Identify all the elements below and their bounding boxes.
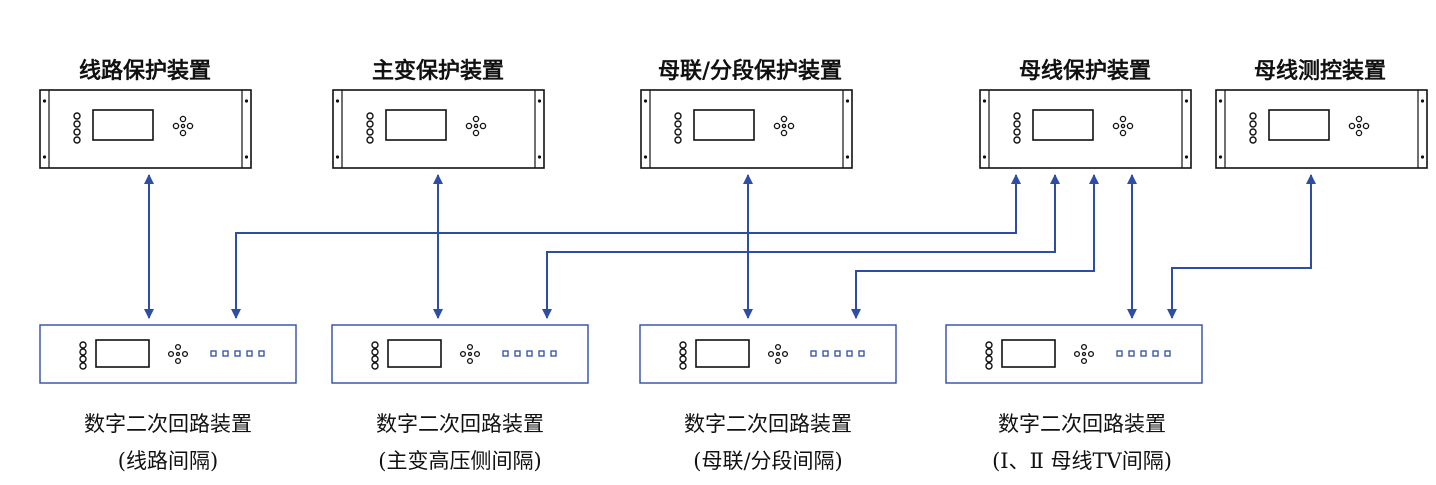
label-secondary-line: 数字二次回路装置 [84,412,252,436]
protection-device-bus-tie [640,89,853,169]
indicator-lights [502,350,557,357]
led-icon [679,341,687,370]
label-busbar-protection: 母线保护装置 [1019,58,1151,84]
protection-device-transformer [332,89,545,169]
secondary-device-transformer [331,324,589,384]
indicator-lights [210,350,265,357]
label-bus-tie-protection: 母联/分段保护装置 [658,58,842,84]
label-secondary-bus-tie: 数字二次回路装置 [684,412,852,436]
led-icon [73,112,81,144]
display-screen [92,109,154,141]
led-icon [1013,112,1021,144]
sublabel-secondary-transformer: (主变高压侧间隔) [378,449,541,473]
label-busbar-monitoring: 母线测控装置 [1254,58,1386,84]
label-secondary-busbar-tv: 数字二次回路装置 [998,412,1166,436]
link-busbar-to-transformer [542,174,1060,319]
secondary-device-busbar-tv [945,324,1203,384]
sublabel-secondary-line: (线路间隔) [118,449,218,473]
display-screen [693,109,755,141]
button-cluster-icon [172,115,194,137]
display-screen [1032,109,1094,141]
button-cluster-icon [773,115,795,137]
sublabel-secondary-busbar-tv: (Ⅰ、Ⅱ 母线TV间隔) [992,449,1172,473]
sublabel-secondary-bus-tie: (母联/分段间隔) [693,449,842,473]
button-cluster-icon [1348,115,1370,137]
display-screen [387,339,442,368]
protection-device-busbar-monitoring [1215,89,1428,169]
display-screen [1001,339,1056,368]
label-transformer-protection: 主变保护装置 [372,58,504,84]
protection-device-line [39,89,252,169]
button-cluster-icon [767,343,789,365]
protection-device-busbar [979,89,1192,169]
secondary-device-line [39,324,297,384]
button-cluster-icon [1112,115,1134,137]
indicator-lights [1116,350,1171,357]
led-icon [985,341,993,370]
secondary-labels: 数字二次回路装置 (线路间隔) 数字二次回路装置 (主变高压侧间隔) 数字二次回… [84,412,1172,473]
button-cluster-icon [1073,343,1095,365]
display-screen [695,339,750,368]
led-icon [366,112,374,144]
label-line-protection: 线路保护装置 [79,58,211,84]
display-screen [95,339,150,368]
connectors [144,174,1316,319]
display-screen [385,109,447,141]
button-cluster-icon [465,115,487,137]
link-busbar-to-bus-tie [851,174,1099,319]
secondary-device-bus-tie [639,324,897,384]
link-busbar-to-line [231,174,1021,319]
label-secondary-transformer: 数字二次回路装置 [376,412,544,436]
display-screen [1268,109,1330,141]
indicator-lights [810,350,865,357]
link-monitoring-to-busbar-tv [1167,174,1316,319]
protection-labels: 线路保护装置 主变保护装置 母联/分段保护装置 母线保护装置 母线测控装置 [79,58,1386,84]
button-cluster-icon [459,343,481,365]
led-icon [674,112,682,144]
led-icon [1249,112,1257,144]
led-icon [79,341,87,370]
button-cluster-icon [167,343,189,365]
led-icon [371,341,379,370]
